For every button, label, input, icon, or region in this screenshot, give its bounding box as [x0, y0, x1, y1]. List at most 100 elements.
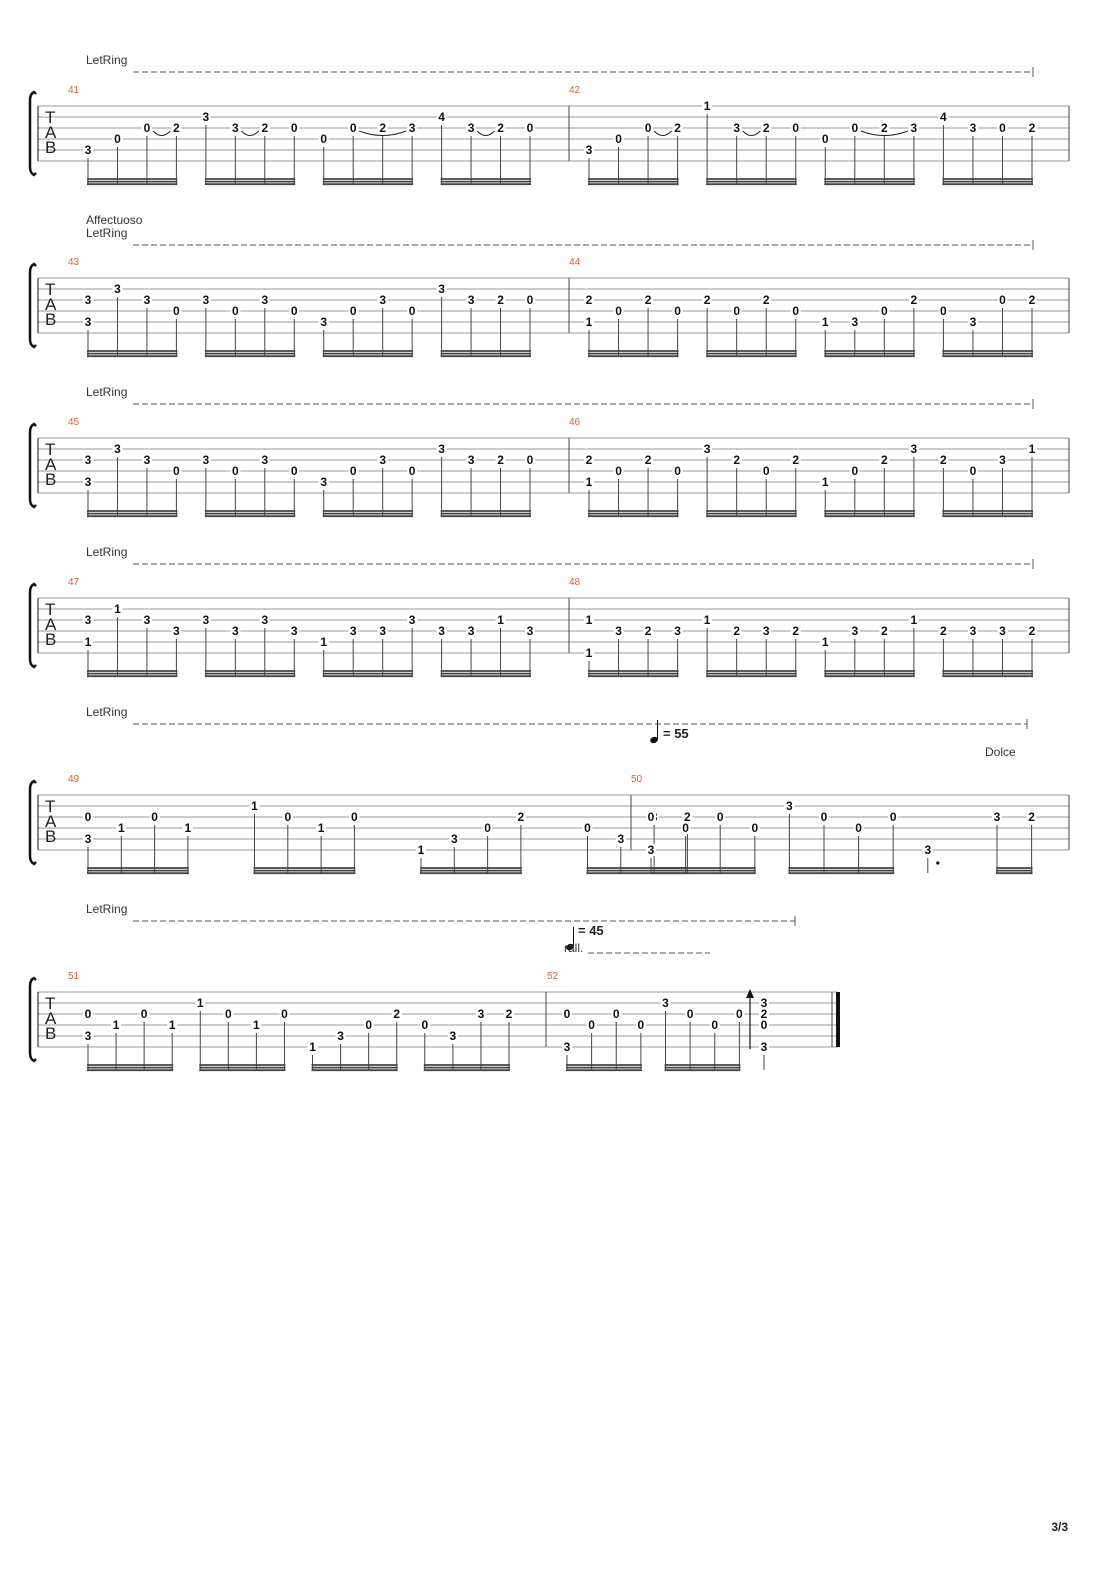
fret-bg [307, 1041, 318, 1053]
measure-number: 42 [569, 85, 581, 96]
fret-bg [1027, 294, 1037, 306]
fret-number: 0 [421, 1018, 428, 1032]
fret-number: 3 [203, 613, 210, 627]
fret-number: 3 [478, 1007, 485, 1021]
fret-bg [349, 811, 360, 823]
fret-bg [171, 625, 182, 637]
fret-number: 2 [497, 121, 504, 135]
fret-bg [643, 625, 654, 637]
fret-number: 3 [648, 843, 655, 857]
fret-number: 0 [151, 810, 158, 824]
tab-clef-letter: A [45, 295, 57, 314]
fret-number: 3 [85, 832, 92, 846]
fret-bg [83, 1030, 93, 1042]
fret-number: 3 [761, 996, 768, 1010]
fret-number: 0 [225, 1007, 232, 1021]
measure-number: 45 [68, 417, 80, 428]
fret-bg [992, 811, 1002, 823]
fret-bg [820, 476, 831, 488]
fret-bg [938, 454, 949, 466]
slur [359, 130, 407, 136]
fret-bg [83, 1008, 93, 1020]
fret-bg [436, 443, 447, 455]
fret-number: 0 [281, 1007, 288, 1021]
tab-clef-letter: T [45, 440, 55, 459]
slur [152, 130, 171, 136]
fret-bg [615, 833, 626, 845]
fret-bg [525, 454, 535, 466]
fret-number: 3 [924, 843, 931, 857]
fret-number: 1 [118, 821, 125, 835]
fret-number: 1 [185, 821, 192, 835]
fret-number: 3 [203, 110, 210, 124]
fret-number: 1 [586, 315, 593, 329]
fret-bg [316, 822, 327, 834]
fret-number: 0 [409, 304, 416, 318]
fret-number: 0 [527, 453, 534, 467]
fret-bg [200, 111, 211, 123]
fret-number: 0 [527, 293, 534, 307]
fret-bg [348, 305, 359, 317]
fret-bg [672, 625, 683, 637]
fret-bg [646, 811, 656, 823]
fret-bg [643, 294, 654, 306]
fret-number: 2 [911, 293, 918, 307]
direction-text: LetRing [86, 385, 127, 399]
fret-bg [112, 283, 123, 295]
fret-number: 2 [1029, 293, 1036, 307]
fret-bg [171, 305, 182, 317]
fret-number: 3 [662, 996, 669, 1010]
fret-bg [149, 811, 160, 823]
fret-bg [436, 111, 447, 123]
tab-clef-letter: T [45, 994, 55, 1013]
fret-bg [1027, 625, 1037, 637]
fret-bg [112, 133, 123, 145]
fret-number: 2 [497, 293, 504, 307]
fret-number: 1 [822, 475, 829, 489]
fret-number: 0 [851, 121, 858, 135]
fret-number: 2 [881, 453, 888, 467]
fret-bg [643, 122, 654, 134]
fret-bg [709, 1019, 720, 1031]
measure-number: 49 [68, 774, 80, 785]
fret-bg [784, 800, 795, 812]
measure-number: 48 [569, 577, 581, 588]
fret-number: 3 [438, 442, 445, 456]
fret-number: 2 [393, 1007, 400, 1021]
fret-bg [938, 111, 949, 123]
fret-bg [646, 844, 656, 856]
fret-bg [819, 811, 829, 823]
fret-bg [879, 305, 890, 317]
fret-bg [167, 1019, 178, 1031]
fret-number: 0 [564, 1007, 571, 1021]
system-bracket [28, 779, 37, 866]
fret-bg [482, 822, 493, 834]
fret-bg [853, 822, 864, 834]
fret-number: 0 [648, 810, 655, 824]
fret-number: 1 [253, 1018, 260, 1032]
fret-number: 3 [786, 799, 793, 813]
fret-number: 0 [320, 132, 327, 146]
fret-bg [967, 465, 978, 477]
fret-number: 0 [890, 810, 897, 824]
rall-text: rall. [564, 941, 583, 955]
fret-bg [562, 1008, 572, 1020]
fret-number: 3 [144, 293, 151, 307]
fret-bg [195, 997, 206, 1009]
fret-number: 0 [733, 304, 740, 318]
fret-bg [335, 1030, 346, 1042]
fret-number: 3 [468, 293, 475, 307]
fret-bg [715, 811, 726, 823]
quarter-note-icon [650, 736, 658, 744]
fret-number: 3 [409, 121, 416, 135]
fret-bg [200, 614, 211, 626]
fret-bg [613, 465, 624, 477]
fret-bg [731, 122, 742, 134]
fret-number: 0 [822, 132, 829, 146]
fret-bg [318, 476, 329, 488]
fret-bg [289, 465, 300, 477]
fret-number: 2 [733, 453, 740, 467]
fret-number: 2 [761, 1007, 768, 1021]
fret-bg [230, 122, 241, 134]
fret-number: 2 [1029, 624, 1036, 638]
